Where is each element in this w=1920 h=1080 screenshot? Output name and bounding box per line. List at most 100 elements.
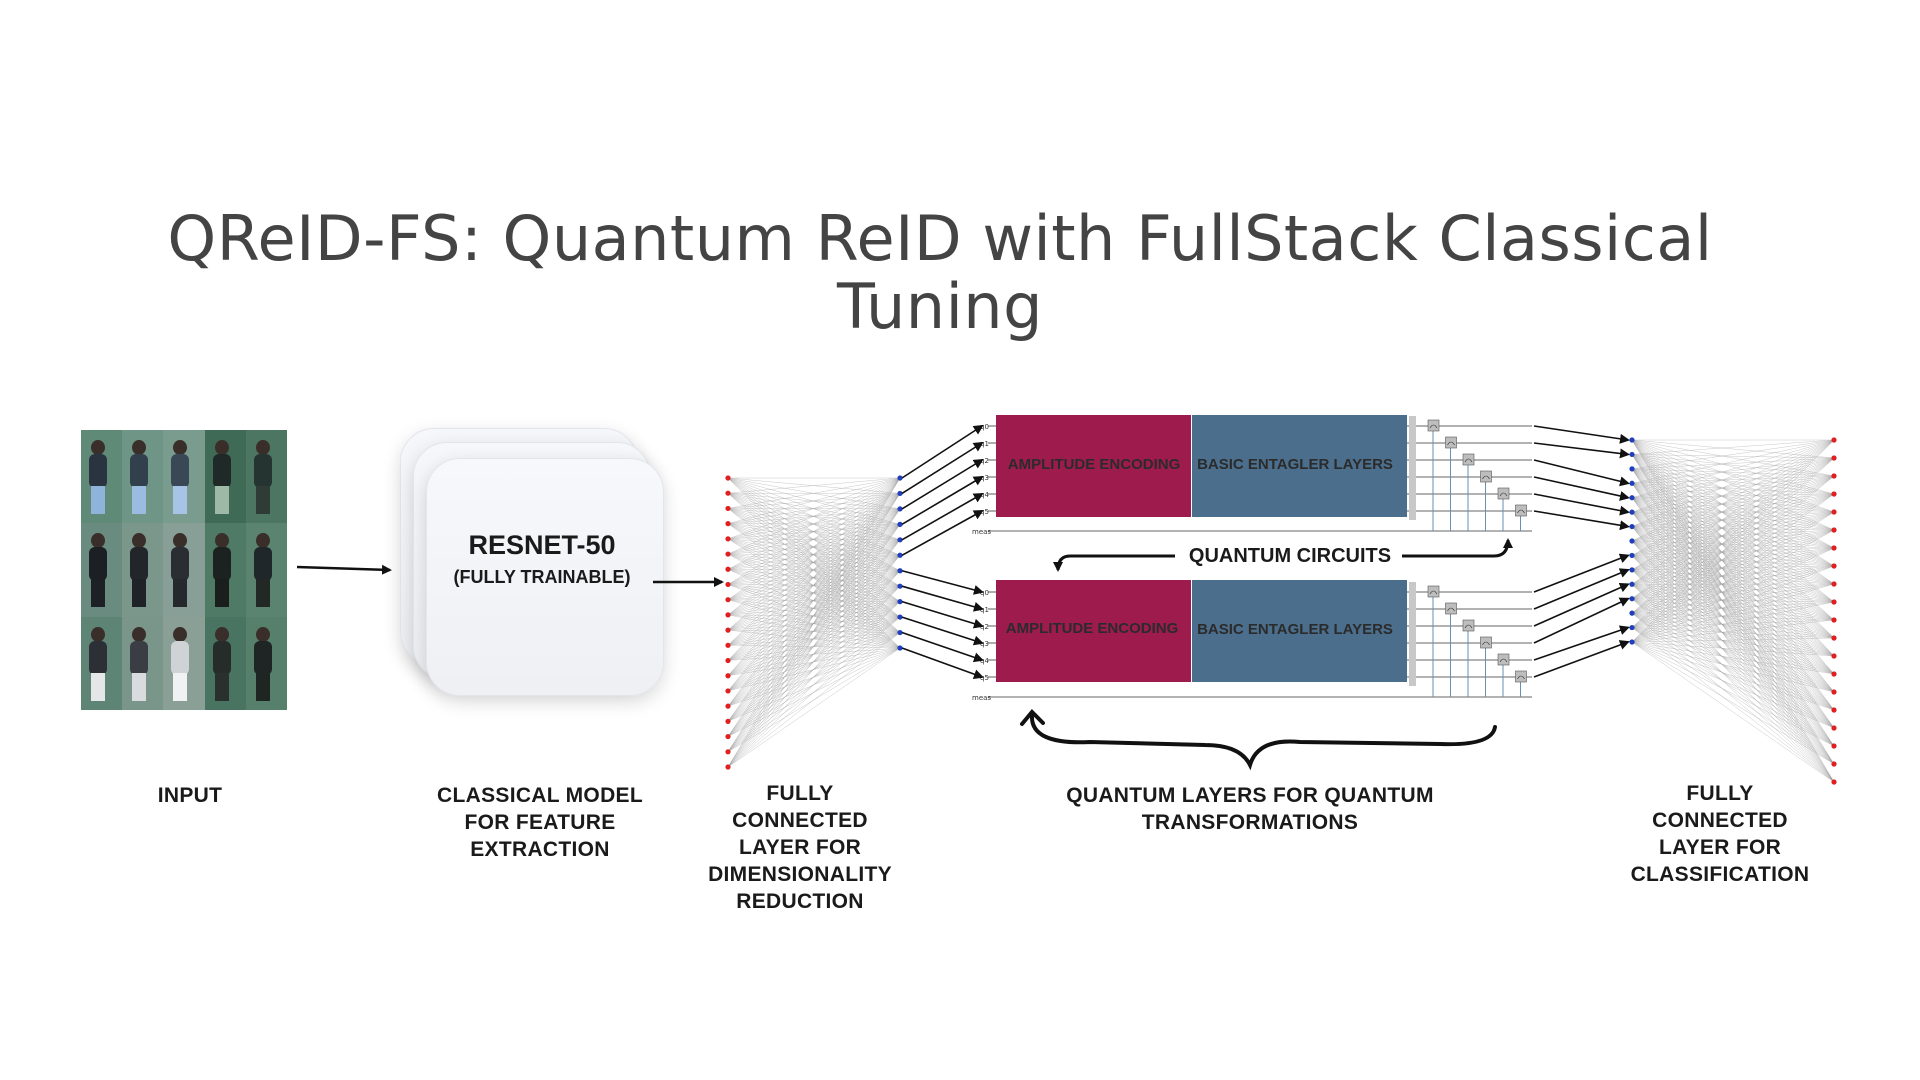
fc-edge [1631, 457, 1835, 643]
mosaic-frame [81, 523, 123, 617]
frame-person-legs [91, 579, 105, 608]
fc-edge [1631, 475, 1835, 571]
caption-input: INPUT [120, 782, 260, 809]
fc-edge [1631, 439, 1835, 585]
caption-fc-class-line-4: CLASSIFICATION [1630, 863, 1810, 886]
caption-classical-line-2: FOR FEATURE [464, 811, 616, 834]
fc-edge [1631, 493, 1835, 643]
fc-node [1629, 581, 1635, 587]
measure-gate-icon [1497, 487, 1510, 500]
caption-fc-reduction-line-4: DIMENSIONALITY [708, 863, 892, 886]
frame-person-legs [255, 579, 270, 608]
fc-edge [727, 477, 901, 768]
fc-edge [1631, 457, 1835, 614]
fc-edge [1631, 529, 1835, 643]
fc-edge [1631, 439, 1835, 498]
frame-person-head [214, 626, 229, 642]
fc-edge [1631, 475, 1835, 556]
fc-edge [1631, 439, 1835, 495]
frame-person-body [171, 547, 190, 582]
fc-edge [727, 477, 901, 509]
mosaic-frame [204, 523, 246, 617]
wire-label: q5 [980, 508, 989, 516]
measure-gate-icon [1427, 419, 1440, 432]
fc-node [725, 627, 731, 633]
frame-person-body [89, 640, 107, 675]
fc-edge [1631, 641, 1835, 729]
fc-node [1831, 599, 1837, 605]
qc-label-arrow-left [1053, 554, 1175, 572]
frame-person-head [91, 626, 105, 642]
fc-node [1831, 617, 1837, 623]
measure-gate-icon [1427, 585, 1440, 598]
fc-node [725, 597, 731, 603]
entangler-label-bottom: BASIC ENTAGLER LAYERS [1197, 621, 1393, 638]
fc-node [725, 749, 731, 755]
caption-fc-classification: FULLY CONNECTED LAYER FOR CLASSIFICATION [1610, 780, 1830, 888]
frame-person-head [255, 440, 270, 455]
fc-node [725, 673, 731, 679]
fc-node [1831, 725, 1837, 731]
mosaic-frame [122, 430, 164, 524]
fc-edge [1631, 483, 1835, 495]
frame-person-head [132, 533, 147, 549]
mosaic-frame [204, 616, 246, 710]
fc-node [897, 475, 903, 481]
fc-edge [727, 477, 901, 524]
fc-node [1831, 473, 1837, 479]
frame-person-head [132, 626, 147, 642]
mosaic-frame [245, 523, 287, 617]
caption-quantum-layers: QUANTUM LAYERS FOR QUANTUM TRANSFORMATIO… [1040, 782, 1460, 836]
mosaic-frame [81, 430, 123, 524]
meter-arc-icon [1482, 475, 1490, 480]
fc-edge [1631, 601, 1835, 643]
fc-node [725, 657, 731, 664]
caption-classical-line-1: CLASSICAL MODEL [437, 784, 643, 807]
fc-edge [727, 524, 901, 768]
fc-node [897, 537, 903, 543]
quantum-circuit-bottom: AMPLITUDE ENCODING BASIC ENTAGLER LAYERS… [972, 580, 1532, 702]
fc-node [1629, 567, 1635, 573]
fc-edge [727, 539, 901, 768]
frame-person-legs [173, 672, 188, 701]
fc-edge [1631, 641, 1835, 693]
frame-person-body [212, 547, 231, 582]
barrier [1409, 416, 1416, 520]
fc-node [1629, 437, 1635, 443]
connector-arrow [1533, 640, 1630, 678]
mosaic-frame [204, 430, 246, 524]
fc-node [897, 521, 903, 527]
fc-node [897, 568, 903, 574]
fc-node [1629, 538, 1635, 544]
fc-edge [727, 601, 901, 768]
quantum-circuits-label: QUANTUM CIRCUITS [1189, 545, 1391, 567]
fc-edge [727, 477, 901, 676]
frame-person-legs [255, 486, 270, 514]
quantum-brace-arrowhead [1020, 709, 1045, 726]
connector-arrow [901, 510, 984, 556]
fc-node [1831, 689, 1837, 695]
connector-arrow [1533, 553, 1630, 593]
fc-node [725, 521, 731, 527]
fc-edge [1631, 493, 1835, 556]
caption-fc-reduction-line-1: FULLY [766, 782, 834, 805]
arrow-input-to-resnet [296, 564, 392, 575]
caption-input-line: INPUT [157, 784, 223, 807]
fc-edge [727, 586, 901, 768]
qc-label-arrow-right [1402, 538, 1513, 558]
fc-edge [1631, 565, 1835, 643]
encoding-block-top [996, 415, 1191, 517]
frame-person-body [253, 640, 272, 675]
mosaic-frame [163, 430, 205, 524]
fc-node [1831, 455, 1837, 461]
frame-person-head [214, 440, 229, 455]
connector-arrow [901, 647, 984, 679]
frame-person-body [89, 454, 107, 488]
caption-quantum-line-1: QUANTUM LAYERS FOR QUANTUM [1066, 784, 1434, 807]
connector-arrow [1533, 568, 1630, 610]
fc-node [897, 552, 903, 558]
fc-edge [727, 477, 901, 707]
meter-arc-icon [1517, 675, 1525, 680]
title-line-1: QReID-FS: Quantum ReID with FullStack Cl… [167, 202, 1713, 275]
meter-arc-icon [1517, 509, 1525, 514]
